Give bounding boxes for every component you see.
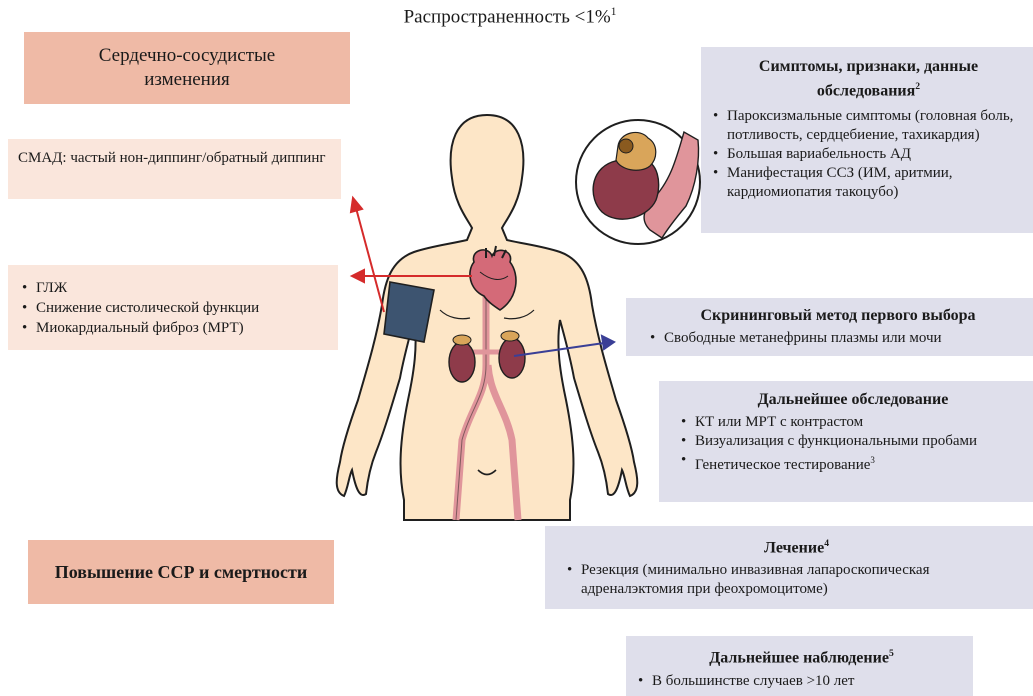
risk-label: Повышение ССР и смертности	[54, 561, 308, 582]
screening-heading: Скрининговый метод первого выбора	[700, 307, 976, 324]
tumor-inset-icon	[575, 119, 701, 245]
list-item: Визуализация с функциональными пробами	[681, 432, 1025, 451]
heart-icon	[469, 245, 517, 311]
followup-heading: Дальнейшее наблюдение5	[638, 644, 965, 668]
list-item: Резекция (минимально инвазивная лапароск…	[567, 561, 1026, 599]
list-item: Снижение систолической функции	[22, 298, 338, 318]
kidney-right-icon	[498, 330, 526, 379]
followup-heading-text: Дальнейшее наблюдение	[709, 649, 889, 667]
treatment-box: Лечение4 Резекция (минимально инвазивная…	[545, 526, 1033, 609]
further-exam-box: Дальнейшее обследование КТ или МРТ с кон…	[659, 381, 1033, 502]
followup-list: В большинстве случаев >10 лет	[638, 672, 965, 691]
red-arrows	[349, 195, 472, 313]
lv-changes-list: ГЛЖ Снижение систолической функции Миока…	[22, 278, 338, 338]
list-item: КТ или МРТ с контрастом	[681, 413, 1025, 432]
list-item: Свободные метанефрины плазмы или мочи	[650, 329, 1026, 348]
page-title: Распространенность <1%1	[0, 6, 1020, 28]
list-item: ГЛЖ	[22, 278, 338, 298]
blue-arrow	[513, 334, 616, 357]
cv-changes-label: Сердечно-сосудистые изменения	[98, 45, 276, 90]
symptoms-list: Пароксизмальные симптомы (головная боль,…	[713, 107, 1024, 202]
title-text: Распространенность <1%	[403, 6, 611, 28]
abpm-box: СМАД: частый нон-диппинг/обратный диппин…	[8, 139, 341, 199]
symptoms-box: Симптомы, признаки, данные обследования2…	[701, 47, 1033, 233]
followup-box: Дальнейшее наблюдение5 В большинстве слу…	[626, 636, 973, 696]
list-item: В большинстве случаев >10 лет	[638, 672, 965, 691]
treatment-list: Резекция (минимально инвазивная лапароск…	[567, 561, 1026, 599]
lv-changes-box: ГЛЖ Снижение систолической функции Миока…	[8, 265, 338, 350]
list-item: Пароксизмальные симптомы (головная боль,…	[713, 107, 1024, 145]
title-footnote: 1	[610, 6, 617, 18]
followup-footnote: 5	[888, 648, 894, 659]
risk-box: Повышение ССР и смертности	[28, 540, 334, 604]
treatment-heading-text: Лечение	[764, 539, 825, 557]
symptoms-footnote: 2	[915, 81, 921, 92]
list-item: Большая вариабельность АД	[713, 145, 1024, 164]
screening-list: Свободные метанефрины плазмы или мочи	[650, 329, 1026, 348]
genetic-footnote: 3	[870, 455, 875, 465]
further-exam-heading: Дальнейшее обследование	[757, 391, 949, 408]
treatment-heading: Лечение4	[567, 534, 1026, 558]
cv-changes-box: Сердечно-сосудистые изменения	[24, 32, 350, 104]
kidney-left-icon	[448, 334, 476, 383]
list-item-text: Генетическое тестирование	[695, 457, 871, 473]
list-item: Миокардиальный фиброз (МРТ)	[22, 318, 338, 338]
treatment-footnote: 4	[824, 538, 829, 549]
symptoms-heading: Симптомы, признаки, данные обследования2	[713, 57, 1024, 101]
symptoms-heading-text: Симптомы, признаки, данные обследования	[758, 58, 979, 100]
bp-cuff-icon	[383, 281, 435, 343]
list-item: Манифестация ССЗ (ИМ, аритмии, кардиомио…	[713, 164, 1024, 202]
further-exam-list: КТ или МРТ с контрастом Визуализация с ф…	[681, 413, 1025, 475]
list-item: Генетическое тестирование3	[681, 451, 1025, 475]
screening-box: Скрининговый метод первого выбора Свобод…	[626, 298, 1033, 356]
aorta-vessels	[452, 285, 522, 521]
abpm-text: СМАД: частый нон-диппинг/обратный диппин…	[18, 150, 326, 166]
